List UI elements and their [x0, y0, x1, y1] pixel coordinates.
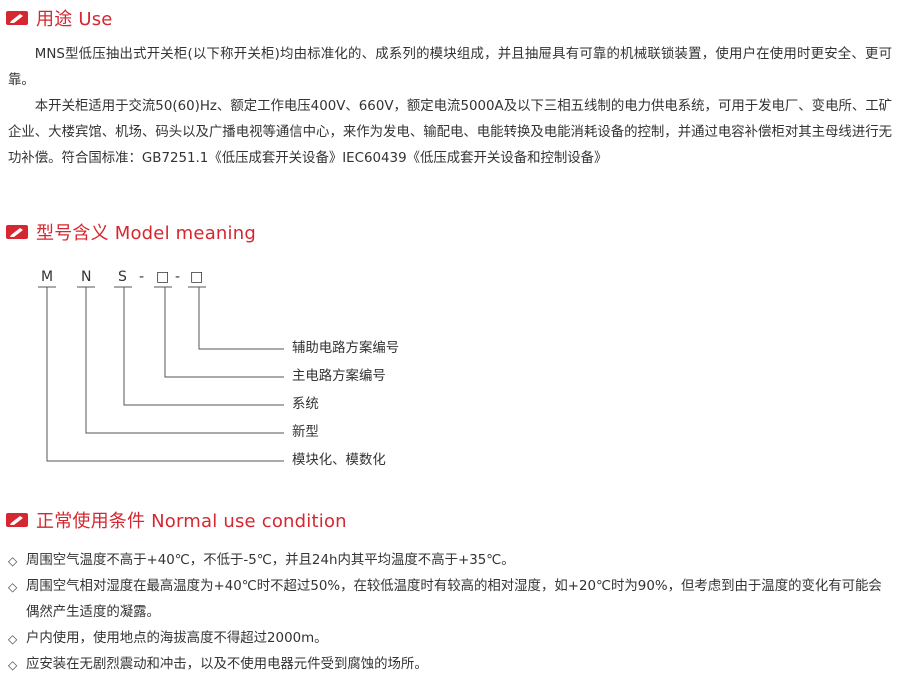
condition-text: 周围空气相对湿度在最高温度为+40℃时不超过50%，在较低温度时有较高的相对湿度… [26, 579, 882, 620]
model-dash-1: - [139, 269, 145, 285]
list-item: ◇ 周围空气温度不高于+40℃，不低于-5℃，并且24h内其平均温度不高于+35… [8, 548, 892, 574]
section-header-condition: 正常使用条件 Normal use condition [6, 506, 347, 534]
model-letter-s: S [118, 269, 127, 285]
condition-text: 周围空气温度不高于+40℃，不低于-5℃，并且24h内其平均温度不高于+35℃。 [26, 553, 515, 568]
condition-list: ◇ 周围空气温度不高于+40℃，不低于-5℃，并且24h内其平均温度不高于+35… [8, 548, 892, 678]
pen-icon [6, 513, 28, 527]
diamond-bullet-icon: ◇ [8, 632, 18, 646]
model-label-modular: 模块化、模数化 [292, 453, 386, 468]
model-letter-m: M [41, 269, 54, 285]
model-label-aux-circuit: 辅助电路方案编号 [292, 341, 400, 356]
diamond-bullet-icon: ◇ [8, 658, 18, 672]
list-item: ◇ 周围空气相对湿度在最高温度为+40℃时不超过50%，在较低温度时有较高的相对… [8, 574, 892, 626]
list-item: ◇ 户内使用，使用地点的海拔高度不得超过2000m。 [8, 626, 892, 652]
section-title-condition: 正常使用条件 Normal use condition [36, 511, 347, 532]
model-letter-n: N [81, 269, 92, 285]
pen-icon [6, 225, 28, 239]
section-header-model: 型号含义 Model meaning [6, 218, 256, 246]
model-label-system: 系统 [292, 397, 319, 412]
use-paragraph-2: 本开关柜适用于交流50(60)Hz、额定工作电压400V、660V，额定电流50… [8, 99, 893, 166]
condition-text: 应安装在无剧烈震动和冲击，以及不使用电器元件受到腐蚀的场所。 [26, 657, 428, 672]
model-label-main-circuit: 主电路方案编号 [292, 369, 386, 384]
list-item: ◇ 应安装在无剧烈震动和冲击，以及不使用电器元件受到腐蚀的场所。 [8, 652, 892, 678]
diamond-bullet-icon: ◇ [8, 580, 18, 594]
section-header-use: 用途 Use [6, 4, 113, 32]
use-paragraph-1: MNS型低压抽出式开关柜(以下称开关柜)均由标准化的、成系列的模块组成，并且抽屉… [8, 47, 892, 88]
condition-text: 户内使用，使用地点的海拔高度不得超过2000m。 [26, 631, 328, 646]
model-label-new-type: 新型 [292, 425, 319, 440]
model-box-1: □ [156, 269, 170, 285]
section-title-model: 型号含义 Model meaning [36, 223, 256, 244]
model-dash-2: - [175, 269, 181, 285]
section-title-use: 用途 Use [36, 9, 113, 30]
model-box-2: □ [190, 269, 204, 285]
pen-icon [6, 11, 28, 25]
diamond-bullet-icon: ◇ [8, 554, 18, 568]
